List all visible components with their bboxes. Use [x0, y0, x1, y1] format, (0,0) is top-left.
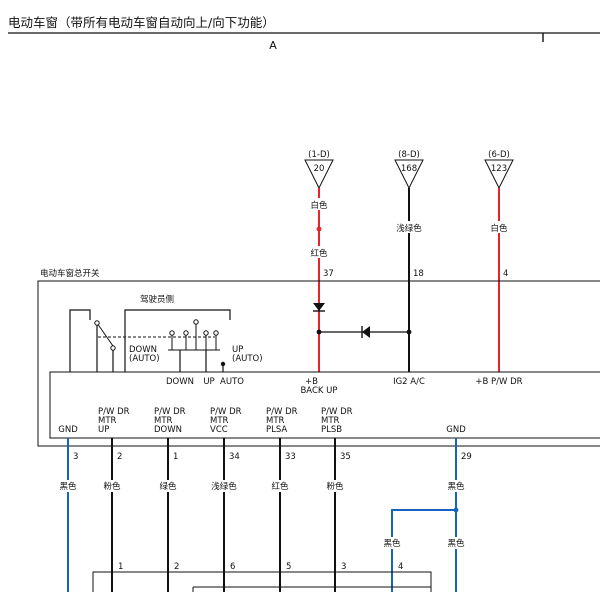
- motor-pin: 2: [174, 562, 179, 572]
- motor-pin: 5: [286, 562, 291, 572]
- wire-color-label: 粉色: [103, 481, 121, 492]
- connector-triangle: [484, 159, 514, 190]
- bottom-terminal-label: P/W DR: [321, 407, 353, 417]
- connector-8d: (8-D) 168: [394, 150, 424, 190]
- wire-pin: 2: [117, 452, 122, 462]
- motor-pin: 3: [341, 562, 346, 572]
- bottom-terminal-label: GND: [446, 425, 466, 435]
- diode-icon: [313, 303, 325, 311]
- bottom-terminal-label: GND: [58, 425, 78, 435]
- master-switch-box: [37, 280, 600, 447]
- switch-frame: [69, 309, 91, 372]
- wire-pin: 37: [323, 269, 334, 279]
- master-switch-label: 电动车窗总开关: [40, 268, 100, 279]
- diode-icon: [362, 326, 370, 338]
- connector-pin: 123: [491, 164, 507, 174]
- driver-side-label: 驾驶员侧: [140, 294, 174, 305]
- bottom-terminal-label: MTR: [98, 416, 117, 426]
- wire-color-label: 黑色: [447, 481, 465, 492]
- up-auto-label: UP(AUTO): [232, 345, 263, 364]
- wire-color-label: 黑色: [383, 538, 401, 549]
- wire-color-label: 黑色: [447, 538, 465, 549]
- down-auto-label: DOWN(AUTO): [129, 345, 160, 364]
- bottom-terminal-label: MTR: [321, 416, 340, 426]
- bottom-terminal-label: PLSA: [266, 425, 287, 435]
- bottom-terminal-label: VCC: [210, 425, 228, 435]
- bottom-terminal-label: P/W DR: [154, 407, 186, 417]
- terminal-auto-label: AUTO: [220, 377, 244, 387]
- wire-gnd-branch: [391, 509, 456, 592]
- wire-pin: 3: [73, 452, 78, 462]
- motor-pin: 6: [230, 562, 235, 572]
- terminal-up-label: UP: [203, 377, 214, 387]
- motor-pin: 1: [118, 562, 123, 572]
- bottom-terminal-label: PLSB: [321, 425, 342, 435]
- wire-color-label: 白色: [310, 200, 328, 211]
- connector-id: (6-D): [488, 150, 510, 160]
- wire-color-label: 白色: [490, 223, 508, 234]
- bottom-terminal-label: DOWN: [154, 425, 182, 435]
- wire-pin: 29: [461, 452, 472, 462]
- wire-color-label: 浅绿色: [211, 481, 237, 492]
- switch-frame: [124, 309, 231, 372]
- terminal-pwdr-label: +B P/W DR: [475, 377, 522, 387]
- wire-color-label: 浅绿色: [396, 223, 422, 234]
- bottom-terminal-label: P/W DR: [210, 407, 242, 417]
- wire-color-label: 粉色: [326, 481, 344, 492]
- wire-pin: 35: [340, 452, 351, 462]
- junction-dot: [406, 329, 412, 335]
- motor-pins: 1 2 6 5 3 4: [118, 562, 403, 572]
- bottom-terminal-label: P/W DR: [266, 407, 298, 417]
- wire-color-label: 绿色: [159, 481, 177, 492]
- junction-dot: [316, 329, 322, 335]
- bottom-terminal-label: P/W DR: [98, 407, 130, 417]
- wire-pin: 1: [173, 452, 178, 462]
- connector-1d: (1-D) 20: [304, 150, 334, 190]
- wire-splice: [316, 226, 322, 232]
- wire-pin: 18: [413, 269, 424, 279]
- bottom-terminal-label: MTR: [154, 416, 173, 426]
- bottom-terminal-label: MTR: [266, 416, 285, 426]
- connector-triangle: [304, 159, 334, 190]
- wire-pin: 34: [229, 452, 240, 462]
- connector-triangle: [394, 159, 424, 190]
- connector-6d: (6-D) 123: [484, 150, 514, 190]
- terminal-down-label: DOWN: [166, 377, 194, 387]
- wire-color-label: 黑色: [59, 481, 77, 492]
- connector-id: (8-D): [398, 150, 420, 160]
- junction-dot: [220, 361, 226, 367]
- bottom-terminal-label: MTR: [210, 416, 229, 426]
- page-title: 电动车窗（带所有电动车窗自动向上/向下功能）: [8, 15, 275, 30]
- wire-color-label: 红色: [310, 248, 328, 259]
- switch-contact-left: [96, 322, 114, 347]
- wire-pin: 4: [503, 269, 508, 279]
- terminal-ig2-label: IG2 A/C: [393, 377, 425, 387]
- page-marker: A: [269, 39, 277, 52]
- bottom-terminal-label: UP: [98, 425, 109, 435]
- wire-pin: 33: [285, 452, 296, 462]
- connector-pin: 20: [314, 164, 325, 174]
- motor-pin: 4: [398, 562, 403, 572]
- terminal-bar: [49, 371, 600, 439]
- wire-color-label: 红色: [271, 481, 289, 492]
- junction-dot: [453, 507, 459, 513]
- connector-id: (1-D): [308, 150, 330, 160]
- motor-connector-box: [92, 571, 432, 592]
- connector-pin: 168: [401, 164, 417, 174]
